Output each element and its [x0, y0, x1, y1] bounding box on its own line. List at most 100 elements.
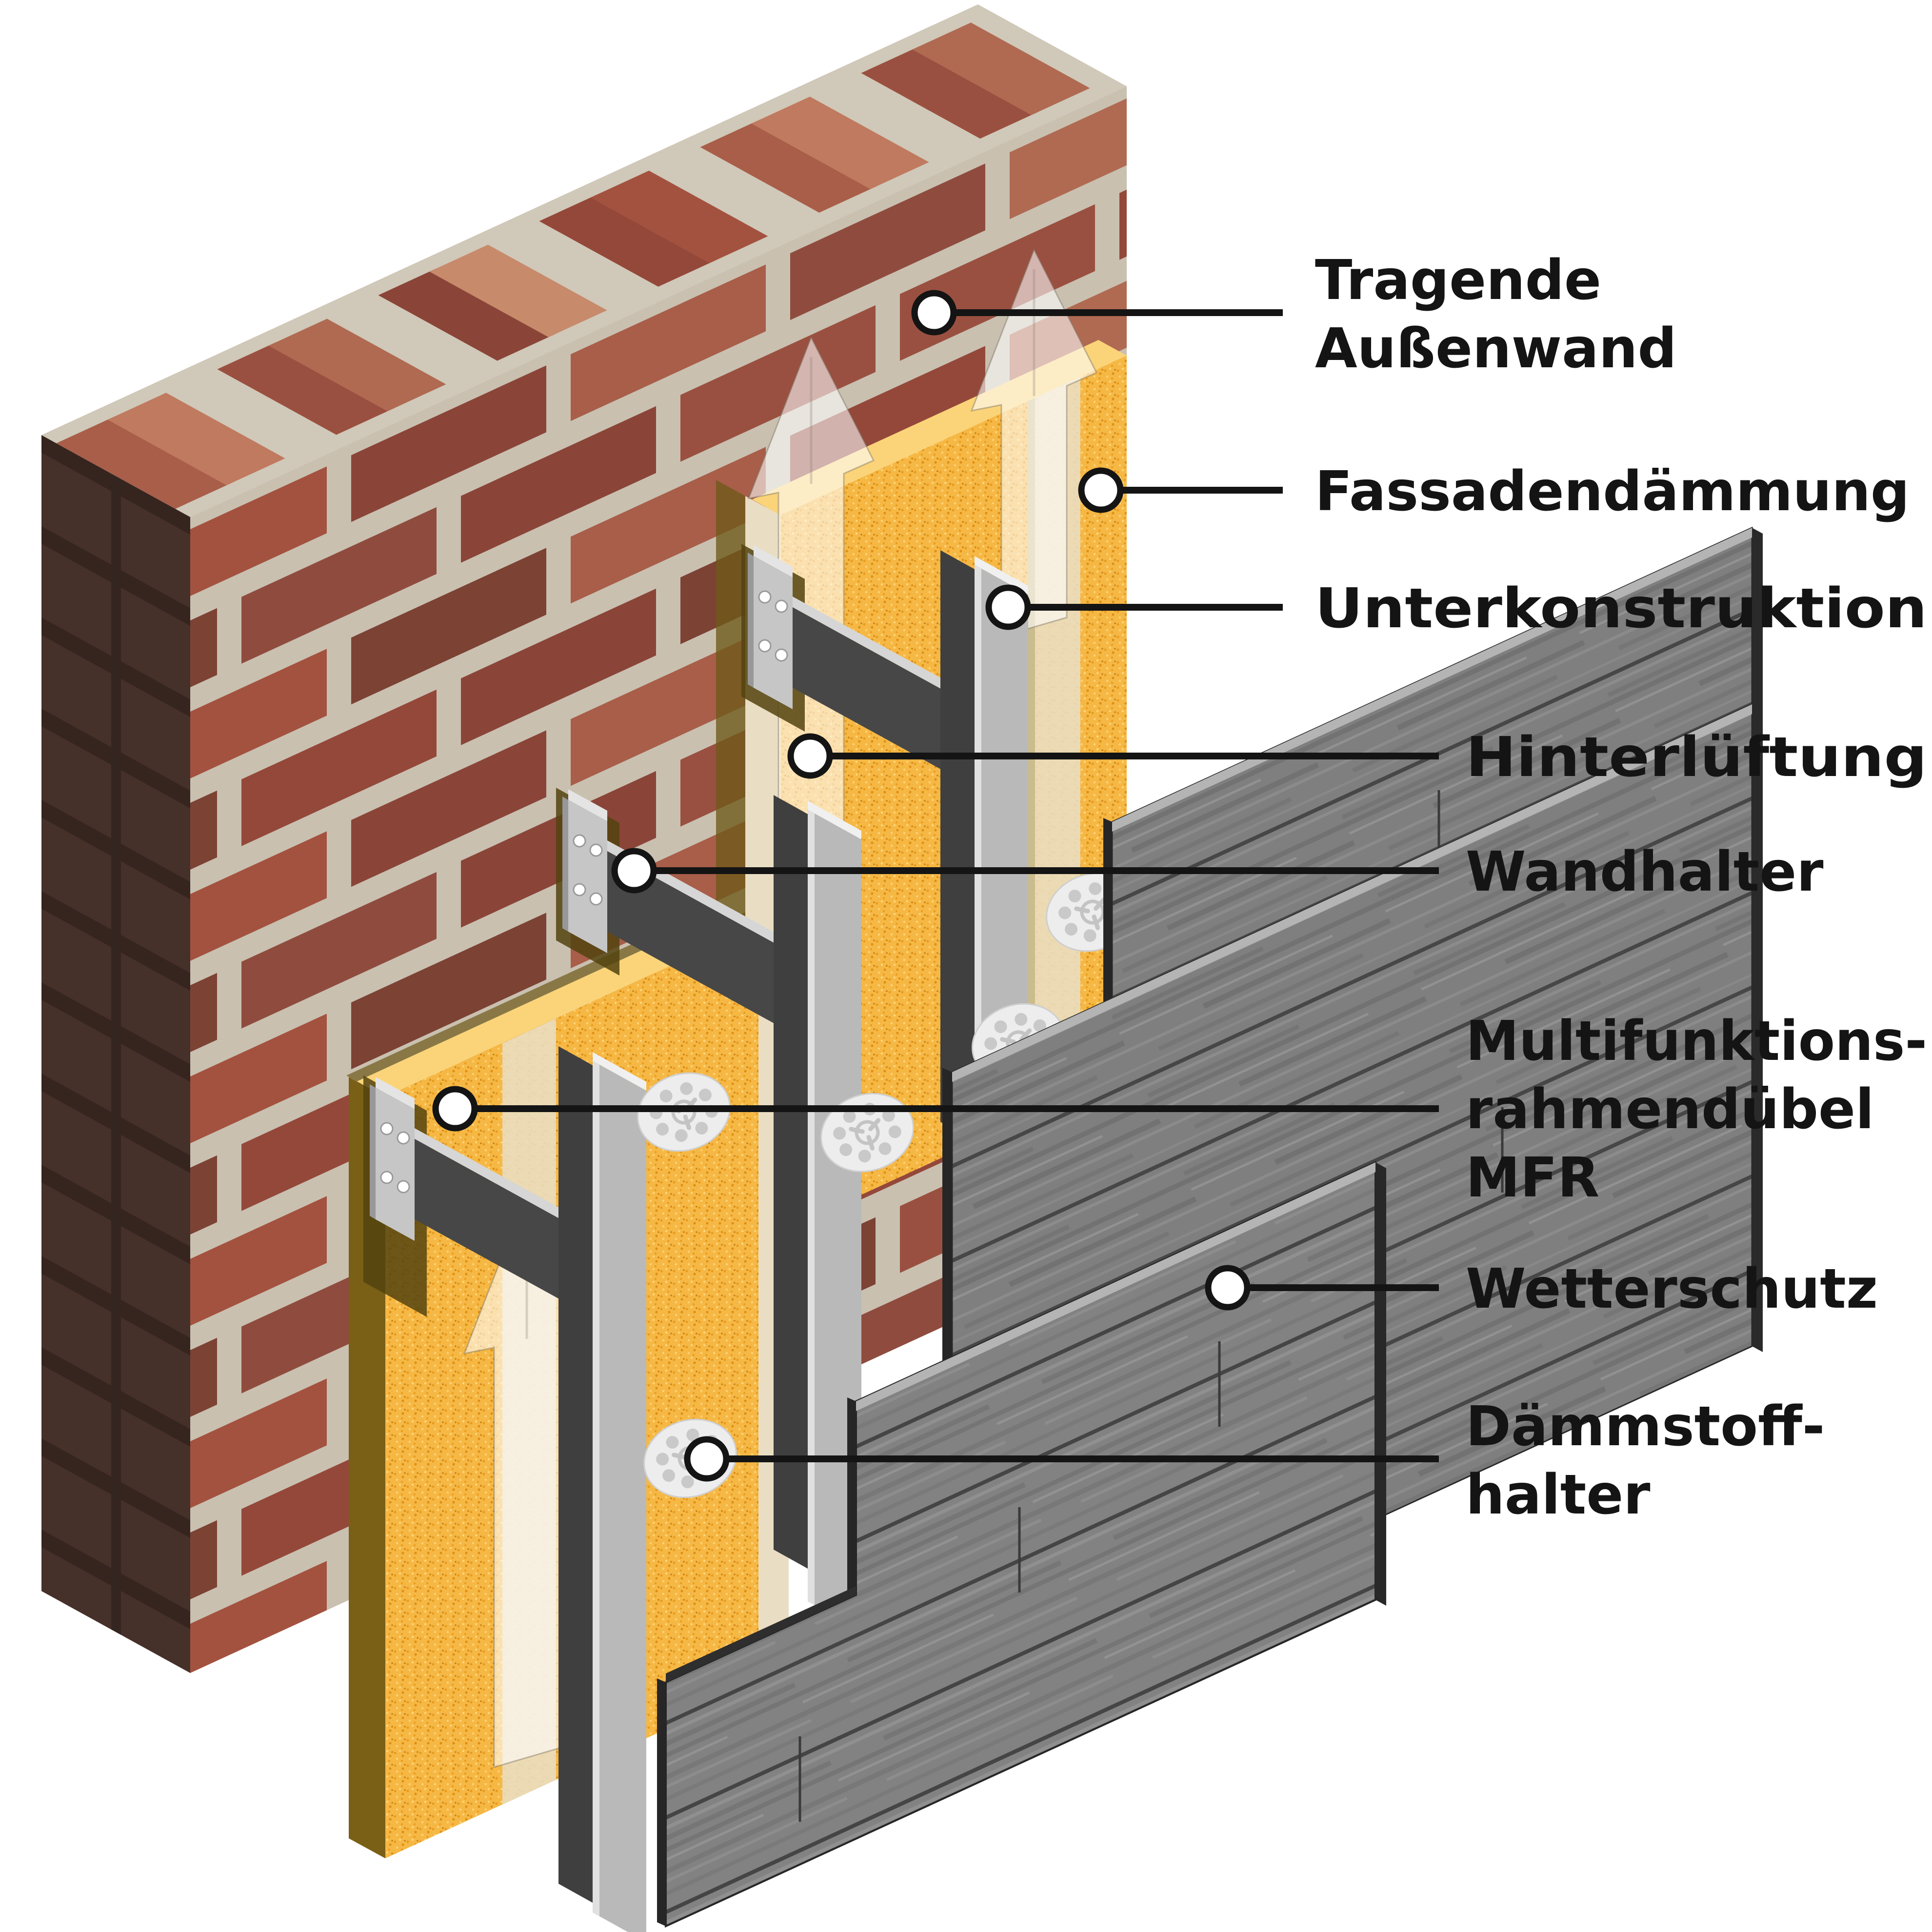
substructure-profiles [558, 550, 1028, 1932]
disc-hole [878, 1142, 892, 1155]
bracket-screw-hole [397, 1180, 410, 1194]
callout-label: halter [1466, 1463, 1650, 1527]
disc-anchor-spoke [672, 1453, 688, 1460]
profile-flange-highlight [808, 810, 815, 1605]
bracket-plate [376, 1088, 415, 1241]
bracket-arm [607, 851, 785, 1030]
front-face-brick [190, 1014, 327, 1171]
top-face-brick [912, 22, 1090, 115]
callout-fassadendaemmung: Fassadendämmung [1078, 460, 1910, 523]
front-face-brick [190, 649, 327, 806]
profile-flange [975, 565, 1028, 1146]
cladding-left-edge [942, 1068, 952, 1429]
disc-hole [659, 1090, 673, 1103]
disc-hole [843, 1110, 856, 1123]
callout-unterkonstruktion: Unterkonstruktion [985, 577, 1927, 640]
disc-anchor-spoke [1092, 915, 1100, 930]
callout-label: Hinterlüftung [1466, 726, 1927, 789]
callout-dot [611, 848, 657, 894]
insulation-gap-shadow [346, 904, 730, 1081]
disc-anchor-spoke [1019, 1028, 1032, 1042]
front-face-brick [461, 406, 656, 563]
disc-hole [839, 1143, 853, 1156]
airflow-arrow-right [970, 248, 1098, 637]
t-profile [940, 550, 1028, 1146]
front-face-brick [190, 1561, 327, 1673]
disc-anchor-spoke [1000, 1037, 1016, 1044]
profile-flange-bevel [808, 801, 861, 839]
callout-wandhalter: Wandhalter [611, 840, 1823, 904]
cladding-step-edge [666, 1586, 856, 1682]
brick-wall-top-bricks [56, 4, 1127, 509]
callout-dot [1078, 467, 1124, 513]
top-face-brick [861, 46, 1039, 139]
front-face-brick [351, 548, 546, 705]
callout-dot [911, 290, 957, 336]
front-face-brick [241, 872, 437, 1029]
profile-flange-bevel [975, 556, 1028, 595]
callout-label: Wandhalter [1466, 840, 1823, 904]
profile-web [940, 550, 975, 1141]
bracket-arm [415, 1139, 593, 1317]
disc-hole [858, 1150, 871, 1163]
bracket-screw-hole [775, 599, 788, 613]
disc-hole [675, 1129, 688, 1142]
callout-label: Multifunktions- [1466, 1010, 1927, 1073]
bracket-plate-bevel [376, 1077, 415, 1109]
cladding-top-edge [952, 704, 1752, 1082]
weather-cladding [657, 526, 1763, 1928]
bracket-plate-edge [748, 553, 754, 688]
disc-anchor-spoke [1074, 906, 1090, 914]
disc-hole [1015, 1013, 1028, 1026]
top-face-brick [217, 342, 395, 435]
disc-hole [698, 1088, 712, 1101]
disc-hole [695, 1121, 708, 1135]
disc-hole [686, 1428, 699, 1441]
disc-anchor-spoke [849, 1127, 865, 1134]
cladding-left-edge [657, 1678, 666, 1926]
bracket-screw-hole [589, 843, 603, 857]
bracket-plate-bevel [754, 545, 793, 578]
front-face-brick [190, 831, 327, 988]
front-face-brick [571, 264, 766, 421]
top-face-brick [700, 120, 878, 213]
bracket-screw-hole [573, 883, 586, 896]
bracket-screw-hole [397, 1131, 410, 1145]
front-face-brick [680, 305, 876, 462]
cladding-right-edge [1375, 1162, 1386, 1606]
front-face-brick [190, 1196, 327, 1353]
bracket-screw-hole [380, 1171, 394, 1184]
callout-label: Tragende [1315, 249, 1601, 312]
front-face-brick [461, 588, 656, 745]
top-face-brick [268, 319, 446, 412]
disc-hole [994, 1020, 1007, 1034]
profile-flange-bevel [593, 1052, 646, 1091]
disc-hole [681, 1475, 694, 1489]
bracket-arm-top [415, 1128, 593, 1237]
top-face-brick [429, 244, 607, 338]
bracket-plate [754, 556, 793, 709]
profile-flange-highlight [975, 565, 981, 1120]
callout-label: Unterkonstruktion [1315, 577, 1927, 640]
front-face-brick [190, 1378, 327, 1535]
bracket-screw-hole [758, 590, 772, 604]
callout-label: rahmendübel [1466, 1078, 1874, 1141]
top-face-brick [751, 97, 929, 189]
front-face-brick [351, 913, 546, 1070]
disc-hole [1065, 923, 1078, 936]
disc-anchor-spoke [1094, 897, 1106, 911]
disc-hole [680, 1082, 693, 1095]
profile-web [774, 795, 808, 1569]
disc-anchor-spoke [683, 1115, 692, 1130]
disc-hole [1058, 906, 1072, 919]
disc-hole [662, 1469, 676, 1482]
profile-flange-highlight [593, 1061, 599, 1916]
cladding-left-edge [847, 1397, 856, 1595]
callout-hinterlueftung: Hinterlüftung [787, 726, 1927, 789]
insulation-disc [820, 1093, 914, 1173]
t-profile [774, 795, 861, 1631]
top-face-brick [378, 268, 556, 361]
disc-hole [1089, 882, 1102, 895]
